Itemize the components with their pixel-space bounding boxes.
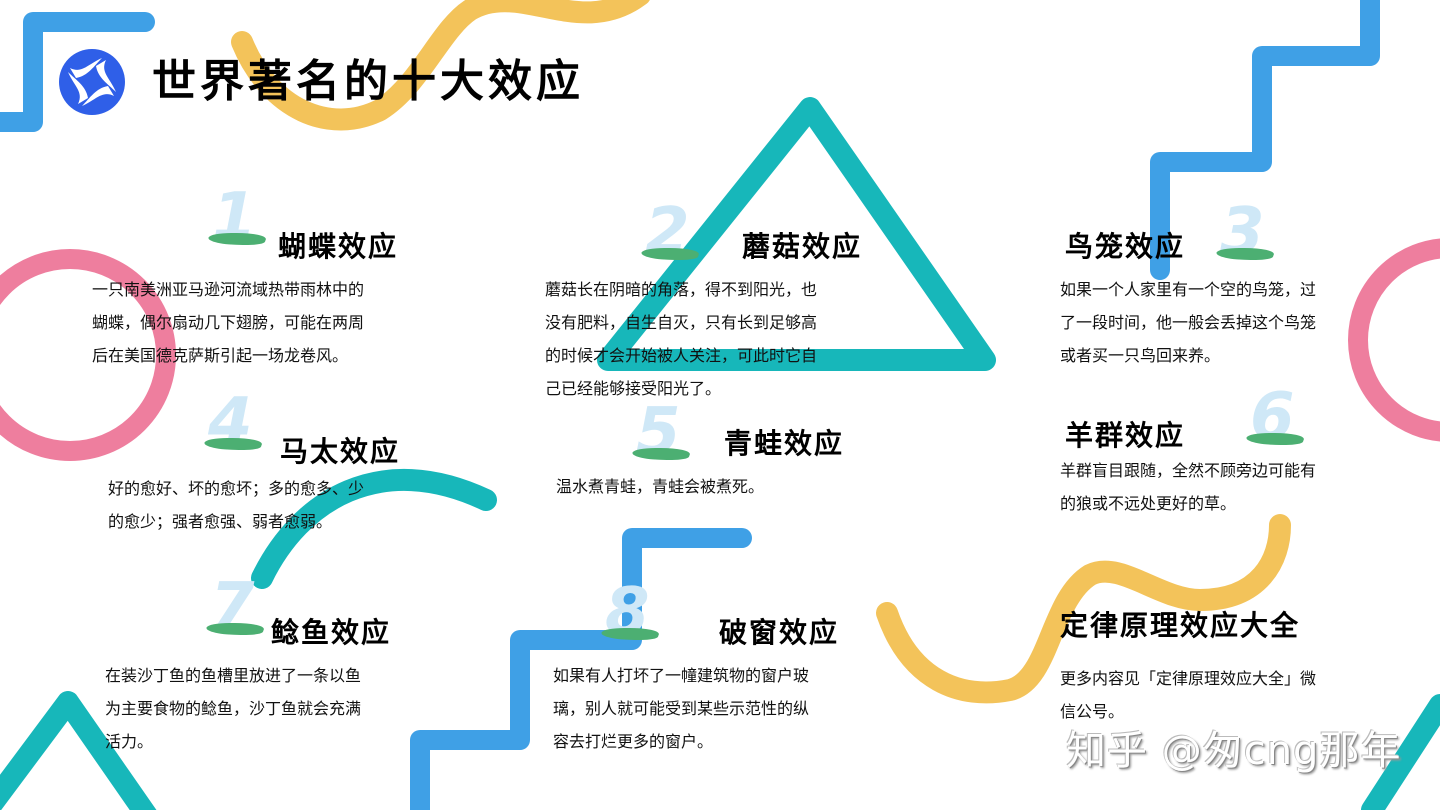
blue-step-shape-top-left bbox=[0, 12, 155, 132]
effect-title: 羊群效应 bbox=[1065, 419, 1186, 452]
number-badge-6: 6 bbox=[1243, 385, 1307, 449]
pink-ring-shape-right bbox=[1348, 238, 1440, 442]
effect-title: 青蛙效应 bbox=[724, 427, 845, 460]
teal-triangle-shape-bottom-left bbox=[0, 691, 157, 810]
effect-desc: 温水煮青蛙，青蛙会被煮死。 bbox=[556, 477, 765, 496]
number-badge-3: 3 bbox=[1213, 200, 1277, 264]
effect-desc: 一只南美洲亚马逊河流域热带雨林中的蝴蝶，偶尔扇动几下翅膀，可能在两周后在美国德克… bbox=[92, 280, 365, 365]
zhihu-watermark: 知乎 @匆cng那年 bbox=[1066, 728, 1402, 774]
teal-triangle-shape-center bbox=[597, 97, 996, 371]
effect-title: 鸟笼效应 bbox=[1065, 230, 1186, 263]
effect-desc: 蘑菇长在阴暗的角落，得不到阳光，也没有肥料，自生自灭，只有长到足够高的时候才会开… bbox=[545, 280, 818, 398]
pinwheel-logo-icon bbox=[59, 49, 125, 115]
effect-card-mushroom: 2 蘑菇效应 蘑菇长在阴暗的角落，得不到阳光，也没有肥料，自生自灭，只有长到足够… bbox=[545, 200, 875, 400]
effect-desc: 如果有人打坏了一幢建筑物的窗户玻璃，别人就可能受到某些示范性的纵容去打烂更多的窗… bbox=[553, 666, 810, 751]
effect-title: 蘑菇效应 bbox=[742, 230, 863, 263]
page-title: 世界著名的十大效应 bbox=[152, 56, 584, 107]
blue-stairs-shape-bottom-center bbox=[410, 528, 752, 810]
blue-stairs-shape-top-right bbox=[1150, 0, 1380, 280]
effect-card-catfish: 7 鲶鱼效应 在装沙丁鱼的鱼槽里放进了一条以鱼为主要食物的鲶鱼，沙丁鱼就会充满活… bbox=[105, 575, 425, 765]
effect-desc: 好的愈好、坏的愈坏；多的愈多、少的愈少；强者愈强、弱者愈弱。 bbox=[108, 479, 365, 531]
effect-desc: 如果一个人家里有一个空的鸟笼，过了一段时间，他一般会丢掉这个鸟笼或者买一只鸟回来… bbox=[1060, 280, 1317, 365]
effect-card-birdcage: 3 鸟笼效应 如果一个人家里有一个空的鸟笼，过了一段时间，他一般会丢掉这个鸟笼或… bbox=[1060, 195, 1380, 375]
number-badge-8: 8 bbox=[598, 580, 662, 644]
yellow-wave-shape-top bbox=[231, 0, 650, 131]
yellow-wave-shape-bottom-right bbox=[876, 514, 1291, 704]
effect-title: 蝴蝶效应 bbox=[278, 230, 399, 263]
effect-card-broken-window: 8 破窗效应 如果有人打坏了一幢建筑物的窗户玻璃，别人就可能受到某些示范性的纵容… bbox=[553, 575, 873, 765]
effect-desc: 在装沙丁鱼的鱼槽里放进了一条以鱼为主要食物的鲶鱼，沙丁鱼就会充满活力。 bbox=[105, 666, 362, 751]
number-badge-7: 7 bbox=[203, 575, 267, 639]
teal-arc-shape-middle bbox=[251, 468, 497, 589]
effect-title: 破窗效应 bbox=[719, 616, 840, 649]
teal-line-shape-bottom-right bbox=[1361, 694, 1440, 810]
number-badge-1: 1 bbox=[205, 185, 269, 249]
number-badge-2: 2 bbox=[638, 200, 702, 264]
promo-card: 定律原理效应大全 更多内容见「定律原理效应大全」微信公号。 bbox=[1060, 600, 1380, 730]
number-badge-4: 4 bbox=[201, 390, 265, 454]
effect-desc: 羊群盲目跟随，全然不顾旁边可能有的狼或不远处更好的草。 bbox=[1060, 461, 1317, 513]
pink-ring-shape-left bbox=[0, 249, 176, 461]
effect-card-frog: 5 青蛙效应 温水煮青蛙，青蛙会被煮死。 bbox=[556, 400, 866, 510]
promo-desc: 更多内容见「定律原理效应大全」微信公号。 bbox=[1060, 669, 1317, 721]
effect-title: 马太效应 bbox=[280, 435, 401, 468]
promo-title: 定律原理效应大全 bbox=[1060, 609, 1301, 642]
effect-card-herd: 6 羊群效应 羊群盲目跟随，全然不顾旁边可能有的狼或不远处更好的草。 bbox=[1060, 380, 1380, 520]
effect-card-matthew: 4 马太效应 好的愈好、坏的愈坏；多的愈多、少的愈少；强者愈强、弱者愈弱。 bbox=[108, 390, 428, 540]
effect-title: 鲶鱼效应 bbox=[271, 616, 392, 649]
number-badge-5: 5 bbox=[629, 400, 693, 464]
effect-card-butterfly: 1 蝴蝶效应 一只南美洲亚马逊河流域热带雨林中的蝴蝶，偶尔扇动几下翅膀，可能在两… bbox=[92, 185, 422, 375]
